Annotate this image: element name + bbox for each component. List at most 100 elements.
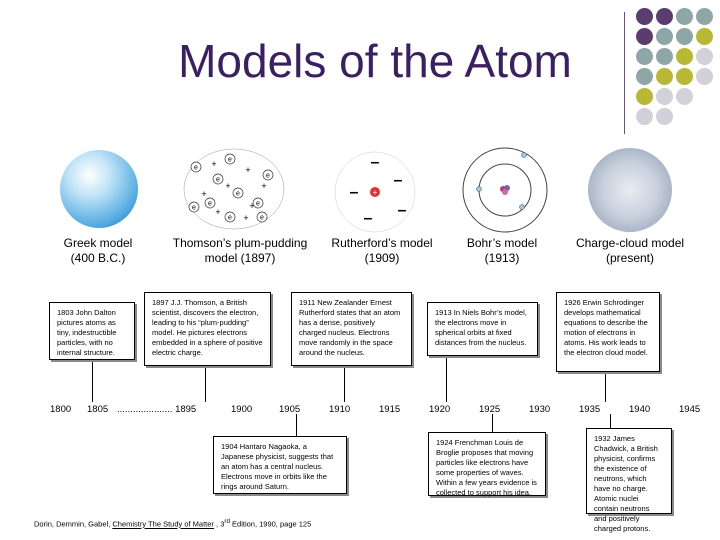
positive-charge-symbol: + bbox=[211, 159, 216, 169]
electron-symbol: e bbox=[194, 165, 198, 172]
citation-edition: , 3 bbox=[213, 519, 225, 529]
decorative-dot bbox=[676, 68, 693, 85]
timeline-year: 1915 bbox=[379, 404, 401, 415]
timeline-year: 1800 bbox=[50, 404, 72, 415]
title-divider-line bbox=[624, 12, 625, 134]
electron-symbol: – bbox=[364, 210, 373, 227]
electron-icon bbox=[224, 211, 236, 223]
positive-charge-symbol: + bbox=[201, 189, 206, 199]
decorative-dot bbox=[636, 108, 653, 125]
connector-line bbox=[605, 372, 606, 402]
decorative-dot bbox=[676, 8, 693, 25]
event-text: 1904 Hantaro Nagaoka, a Japanese physici… bbox=[221, 442, 334, 491]
timeline-year: 1905 bbox=[279, 404, 301, 415]
event-box-1803: 1803 John Dalton pictures atoms as tiny,… bbox=[49, 302, 135, 360]
model-name: Bohr’s model bbox=[466, 236, 538, 250]
decorative-dot bbox=[636, 8, 653, 25]
positive-charge-symbol: + bbox=[261, 181, 266, 191]
citation: Dorin, Demmin, Gabel, Chemistry The Stud… bbox=[34, 518, 311, 529]
model-name: Greek model bbox=[63, 236, 133, 250]
event-box-1911: 1911 New Zealander Ernest Rutherford sta… bbox=[291, 292, 412, 366]
timeline-year: 1940 bbox=[629, 404, 651, 415]
decorative-dot bbox=[636, 28, 653, 45]
electron-symbol: – bbox=[371, 154, 380, 171]
connector-line bbox=[205, 366, 206, 402]
electron-icon bbox=[190, 161, 202, 173]
timeline-year: 1945 bbox=[679, 404, 701, 415]
connector-line bbox=[610, 414, 611, 428]
electron-icon bbox=[262, 169, 274, 181]
electron-symbol: – bbox=[398, 202, 407, 219]
event-box-1913: 1913 In Niels Bohr’s model, the electron… bbox=[427, 302, 538, 356]
electron-icon bbox=[232, 187, 244, 199]
timeline-year: 1920 bbox=[429, 404, 451, 415]
event-box-1924: 1924 Frenchman Louis de Broglie proposes… bbox=[428, 432, 546, 497]
model-label-rutherford: Rutherford’s model (1909) bbox=[318, 236, 446, 266]
event-text: 1911 New Zealander Ernest Rutherford sta… bbox=[299, 298, 401, 357]
charge-cloud-sphere bbox=[588, 148, 672, 232]
model-label-charge-cloud: Charge-cloud model (present) bbox=[565, 236, 695, 266]
connector-line bbox=[492, 414, 493, 434]
decorative-dot bbox=[676, 88, 693, 105]
greek-model-sphere bbox=[60, 150, 138, 228]
decorative-dot bbox=[656, 28, 673, 45]
timeline: 1800 1805 ..................... 1895 190… bbox=[42, 404, 720, 415]
decorative-dot-grid bbox=[636, 8, 716, 128]
bohr-nucleus-particle bbox=[502, 189, 508, 195]
decorative-dot bbox=[696, 28, 713, 45]
timeline-year: ..................... 1895 bbox=[117, 404, 197, 415]
electron-symbol: e bbox=[266, 173, 270, 180]
decorative-dot bbox=[696, 68, 713, 85]
model-name: Charge-cloud model bbox=[575, 236, 685, 250]
electron-icon bbox=[224, 153, 236, 165]
event-text: 1932 James Chadwick, a British physicist… bbox=[594, 434, 658, 533]
electron-symbol: – bbox=[394, 172, 403, 189]
timeline-year: 1925 bbox=[479, 404, 501, 415]
event-box-1926: 1926 Erwin Schrodinger develops mathemat… bbox=[556, 292, 660, 372]
decorative-dot bbox=[636, 48, 653, 65]
timeline-year: 1900 bbox=[231, 404, 253, 415]
model-label-bohr: Bohr’s model (1913) bbox=[452, 236, 552, 266]
electron-icon bbox=[204, 197, 216, 209]
positive-charge-symbol: + bbox=[249, 201, 254, 211]
positive-charge-symbol: + bbox=[245, 165, 250, 175]
electron-symbol: e bbox=[260, 215, 264, 222]
electron-icon bbox=[256, 211, 268, 223]
citation-authors: Dorin, Demmin, Gabel, bbox=[34, 519, 113, 529]
model-label-thomson: Thomson’s plum-pudding model (1897) bbox=[160, 236, 320, 266]
electron-icon bbox=[252, 197, 264, 209]
model-date: (present) bbox=[605, 251, 655, 265]
decorative-dot bbox=[636, 88, 653, 105]
event-box-1932: 1932 James Chadwick, a British physicist… bbox=[586, 428, 672, 533]
bohr-electron bbox=[476, 186, 482, 192]
model-date: (400 B.C.) bbox=[70, 251, 126, 265]
electron-icon bbox=[188, 201, 200, 213]
decorative-dot bbox=[696, 48, 713, 65]
connector-line bbox=[344, 366, 345, 402]
model-date: (1909) bbox=[364, 251, 400, 265]
timeline-year: 1805 bbox=[87, 404, 109, 415]
rutherford-nucleus bbox=[370, 187, 380, 197]
decorative-dot bbox=[656, 48, 673, 65]
event-box-1897: 1897 J.J. Thomson, a British scientist, … bbox=[144, 292, 271, 366]
positive-charge-symbol: + bbox=[243, 213, 248, 223]
electron-symbol: e bbox=[236, 191, 240, 198]
electron-symbol: e bbox=[192, 205, 196, 212]
rutherford-svg: –––––+ bbox=[334, 151, 416, 233]
connector-line bbox=[92, 360, 93, 402]
connector-line bbox=[296, 414, 297, 436]
model-date: model (1897) bbox=[204, 251, 276, 265]
decorative-dot bbox=[676, 28, 693, 45]
connector-line bbox=[446, 356, 447, 402]
timeline-year: 1930 bbox=[529, 404, 551, 415]
citation-book-title: Chemistry The Study of Matter bbox=[112, 519, 214, 529]
electron-symbol: e bbox=[256, 201, 260, 208]
electron-symbol: e bbox=[208, 201, 212, 208]
bohr-svg bbox=[462, 147, 548, 233]
electron-symbol: – bbox=[350, 184, 359, 201]
event-text: 1926 Erwin Schrodinger develops mathemat… bbox=[564, 298, 648, 357]
event-box-1904: 1904 Hantaro Nagaoka, a Japanese physici… bbox=[213, 436, 347, 494]
